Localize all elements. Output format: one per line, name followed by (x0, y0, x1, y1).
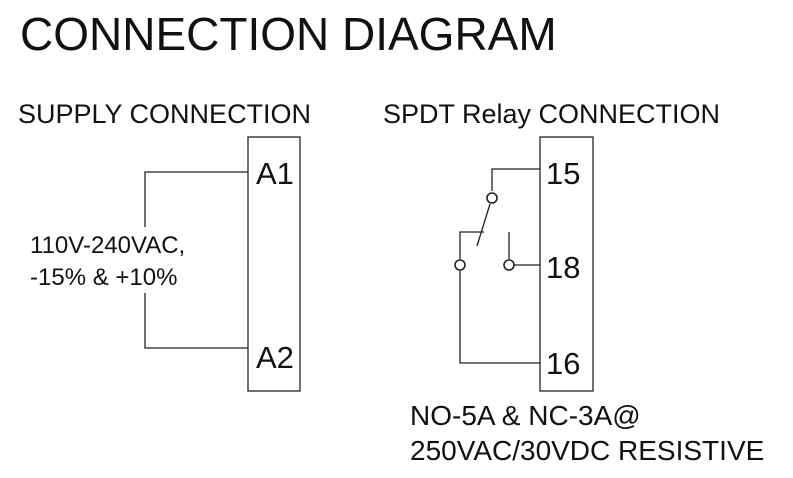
supply-connection-heading: SUPPLY CONNECTION (18, 99, 311, 129)
switch-blade (476, 203, 491, 247)
wire-16 (459, 271, 540, 364)
wire-15 (491, 168, 540, 191)
common-contact (486, 192, 498, 204)
terminal-18-label: 18 (546, 250, 580, 285)
terminal-a2-label: A2 (256, 340, 294, 375)
supply-terminal-block (247, 136, 301, 392)
supply-voltage-line2: -15% & +10% (30, 264, 177, 291)
supply-voltage-line1: 110V-240VAC, (30, 232, 185, 259)
relay-terminal-block (539, 136, 594, 392)
terminal-a1-label: A1 (256, 156, 294, 191)
supply-wire (144, 171, 248, 227)
nc-branch-top (459, 231, 484, 259)
diagram-title: CONNECTION DIAGRAM (20, 8, 557, 60)
no-contact (503, 259, 515, 271)
relay-rating-line2: 250VAC/30VDC RESISTIVE (410, 435, 764, 466)
relay-rating-line1: NO-5A & NC-3A@ (410, 400, 641, 431)
relay-connection-heading: SPDT Relay CONNECTION (383, 99, 720, 129)
nc-contact (454, 259, 466, 271)
terminal-16-label: 16 (546, 346, 580, 381)
supply-wire-return (144, 293, 248, 349)
terminal-15-label: 15 (546, 156, 580, 191)
